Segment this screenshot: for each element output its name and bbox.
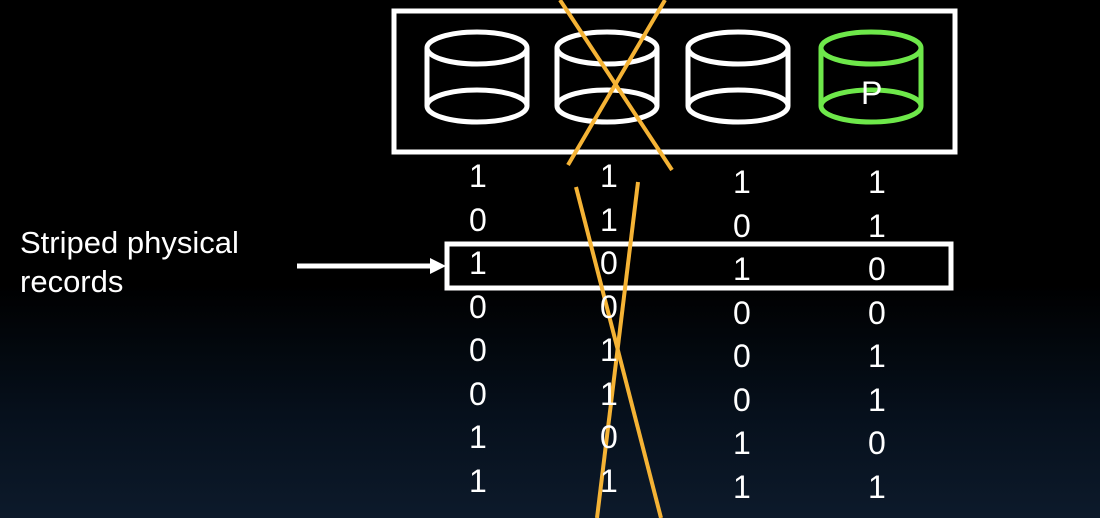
bit-cell: 1: [469, 245, 487, 281]
striped-records-label-line-1: Striped physical: [20, 225, 239, 260]
parity-disk-icon: [818, 29, 924, 125]
parity-label: P: [861, 75, 883, 111]
bit-cell: 1: [600, 332, 618, 368]
bit-cell: 1: [868, 338, 886, 374]
bit-cell: 0: [469, 375, 487, 412]
bit-cell: 0: [469, 332, 487, 368]
bit-cell: 0: [733, 338, 751, 374]
bit-cell: 0: [600, 419, 618, 455]
bit-cell: 1: [733, 468, 751, 505]
bit-cell: 1: [469, 462, 487, 499]
bit-cell: 1: [733, 425, 751, 461]
bit-cell: 1: [868, 164, 886, 200]
disk-failure-cross-mark: [558, 0, 674, 172]
striped-records-label-line-2: records: [20, 264, 124, 299]
bit-cell: 0: [868, 294, 886, 331]
bit-cell: 1: [733, 251, 751, 287]
bit-cell: 1: [868, 207, 886, 244]
bit-cell: 0: [733, 381, 751, 418]
bit-cell: 1: [868, 468, 886, 505]
bit-cell: 0: [868, 251, 886, 287]
bit-cell: 1: [600, 158, 618, 194]
bit-cell: 0: [600, 245, 618, 281]
disk-1-icon: [424, 29, 530, 125]
bit-cell: 1: [600, 375, 618, 412]
disk-3-icon: [685, 29, 791, 125]
bit-cell: 0: [868, 425, 886, 461]
bit-cell: 1: [733, 164, 751, 200]
bit-cell: 0: [600, 288, 618, 325]
column-failure-cross-mark: [574, 181, 663, 518]
bit-cell: 0: [469, 288, 487, 325]
disk-2-icon: [554, 29, 660, 125]
bit-cell: 1: [469, 419, 487, 455]
bit-cell: 1: [868, 381, 886, 418]
bit-cell: 0: [733, 294, 751, 331]
bit-cell: 1: [600, 201, 618, 238]
disk-array-box: [391, 8, 958, 155]
bit-cell: 0: [469, 201, 487, 238]
label-arrow: [297, 258, 446, 274]
bit-cell: 0: [733, 207, 751, 244]
striped-record-box: [444, 241, 954, 291]
bit-cell: 1: [600, 462, 618, 499]
bit-cell: 1: [469, 158, 487, 194]
